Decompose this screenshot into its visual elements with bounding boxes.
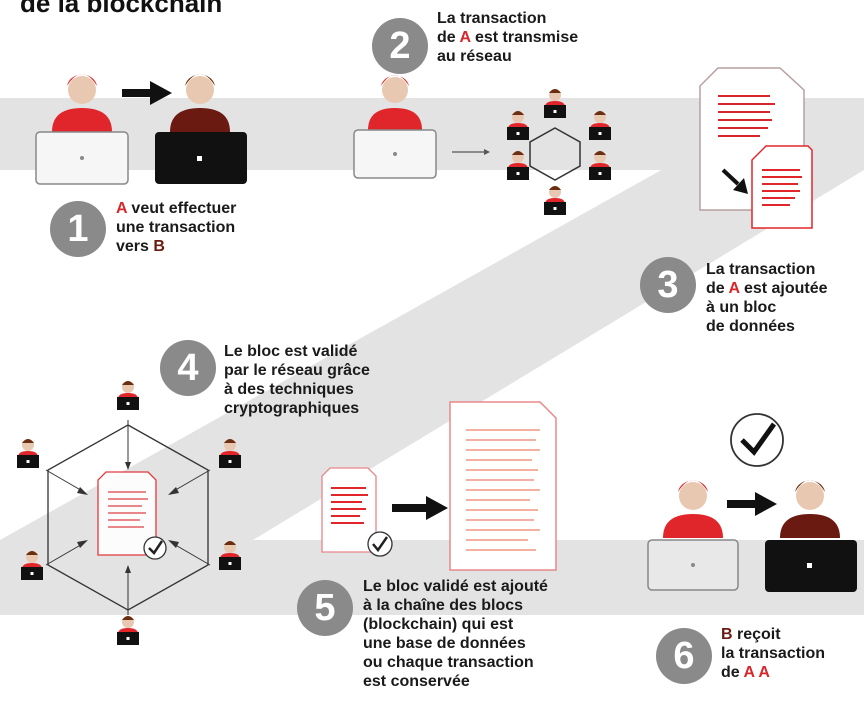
text-segment: cryptographiques xyxy=(224,400,360,417)
text-segment: Le bloc validé est ajouté xyxy=(363,578,548,595)
step-1-line: une transaction xyxy=(116,218,236,237)
text-segment: A xyxy=(459,29,471,46)
text-segment: La transaction xyxy=(706,261,816,278)
checkmark-badge-step6 xyxy=(730,413,784,467)
text-segment: au réseau xyxy=(437,48,512,65)
text-segment: à un bloc xyxy=(706,299,777,316)
step-4-badge: 4 xyxy=(160,340,216,396)
person-b-step1 xyxy=(155,74,247,184)
person-b-step6 xyxy=(765,480,857,592)
step-4-line: à des techniques xyxy=(224,380,370,399)
text-segment: de xyxy=(721,664,744,681)
arrow-a-to-b-step6 xyxy=(727,492,777,516)
text-segment: est ajoutée xyxy=(739,280,828,297)
step-5-line: à la chaîne des blocs xyxy=(363,596,548,615)
step-5-badge: 5 xyxy=(297,580,353,636)
text-segment: (blockchain) qui est xyxy=(363,616,514,633)
step-3-line: de données xyxy=(706,317,828,336)
text-segment: de xyxy=(706,280,729,297)
text-segment: est conservée xyxy=(363,673,470,690)
step-6-line: de A A xyxy=(721,663,825,682)
arrow-to-chain-step5 xyxy=(392,496,448,520)
step-6-badge: 6 xyxy=(656,628,712,684)
validated-block-step5 xyxy=(321,467,393,557)
text-segment: de xyxy=(437,29,460,46)
band-diagonal xyxy=(0,98,864,560)
step-5-line: (blockchain) qui est xyxy=(363,615,548,634)
arrow-to-network xyxy=(452,149,490,155)
document-small-step3 xyxy=(751,145,813,229)
step-6-line: B reçoit xyxy=(721,625,825,644)
step-3-line: à un bloc xyxy=(706,298,828,317)
text-segment: à la chaîne des blocs xyxy=(363,597,524,614)
text-segment: une base de données xyxy=(363,635,526,652)
step-6-line: la transaction xyxy=(721,644,825,663)
step-5-line: Le bloc validé est ajouté xyxy=(363,577,548,596)
step-5-line: une base de données xyxy=(363,634,548,653)
step-1-line: A veut effectuer xyxy=(116,199,236,218)
text-segment: ou chaque transaction xyxy=(363,654,534,671)
step-5-text: Le bloc validé est ajouté à la chaîne des… xyxy=(363,577,548,691)
step-2-line: au réseau xyxy=(437,47,578,66)
step-4-line: Le bloc est validé xyxy=(224,342,370,361)
step-2-line: de A est transmise xyxy=(437,28,578,47)
blockchain-document-step5 xyxy=(449,401,557,571)
text-segment: A xyxy=(116,200,127,217)
step-4-text: Le bloc est validé par le réseau grâce à d… xyxy=(224,342,370,418)
step-1-badge: 1 xyxy=(50,201,106,257)
text-segment: A xyxy=(728,280,740,297)
arrow-a-to-b-step1 xyxy=(122,81,172,105)
page-title: de la blockchain xyxy=(20,0,223,18)
step-3-line: La transaction xyxy=(706,260,828,279)
text-segment: reçoit xyxy=(732,626,781,643)
text-segment: par le réseau grâce xyxy=(224,362,370,379)
text-segment: la transaction xyxy=(721,645,826,662)
text-segment: de données xyxy=(706,318,795,335)
text-segment: A A xyxy=(743,664,770,681)
person-a-step6 xyxy=(647,480,739,591)
validation-network-step4 xyxy=(17,381,241,645)
text-segment: B xyxy=(721,626,733,643)
step-4-line: cryptographiques xyxy=(224,399,370,418)
person-a-step1 xyxy=(35,74,129,185)
step-2-line: La transaction xyxy=(437,9,578,28)
step-2-badge: 2 xyxy=(372,18,428,74)
arrow-to-block-step3 xyxy=(721,168,748,194)
text-segment: une transaction xyxy=(116,219,236,236)
text-segment: vers xyxy=(116,238,154,255)
step-1-line: vers B xyxy=(116,237,236,256)
step-5-line: ou chaque transaction xyxy=(363,653,548,672)
step-3-line: de A est ajoutée xyxy=(706,279,828,298)
network-step2 xyxy=(507,89,611,215)
step-4-line: par le réseau grâce xyxy=(224,361,370,380)
text-segment: B xyxy=(153,238,165,255)
step-3-badge: 3 xyxy=(640,257,696,313)
text-segment: La transaction xyxy=(437,10,547,27)
text-segment: est transmise xyxy=(470,29,579,46)
person-a-step2 xyxy=(353,75,437,179)
text-segment: Le bloc est validé xyxy=(224,343,358,360)
text-segment: veut effectuer xyxy=(126,200,237,217)
step-5-line: est conservée xyxy=(363,672,548,691)
text-segment: à des techniques xyxy=(224,381,354,398)
